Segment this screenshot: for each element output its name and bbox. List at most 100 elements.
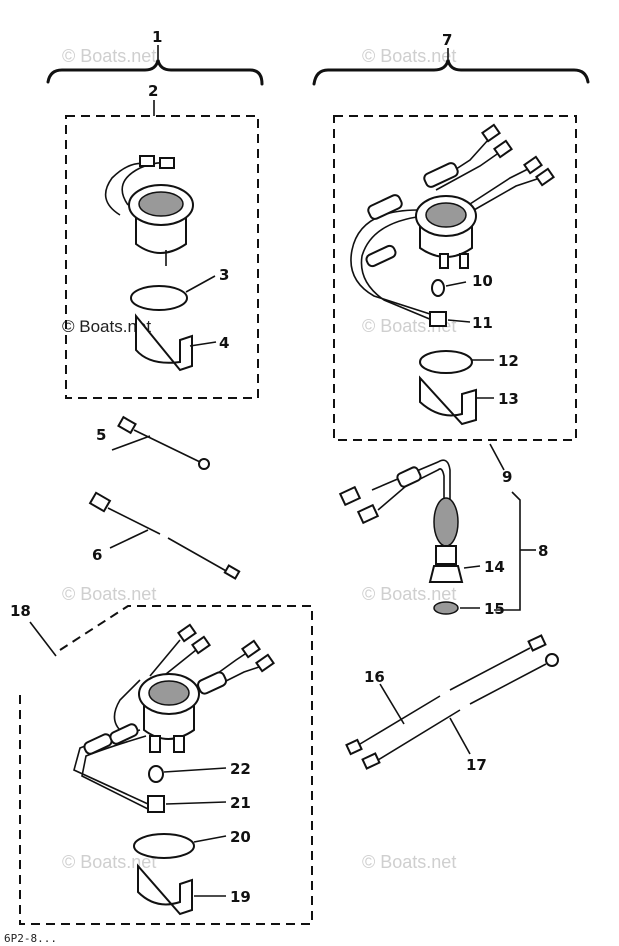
cable-17: 17	[361, 653, 559, 774]
leader-line	[165, 801, 227, 805]
callout-19: 19	[230, 888, 251, 906]
wire-sleeve	[365, 244, 397, 268]
leader-line	[111, 435, 151, 451]
wire-connector	[255, 653, 275, 673]
callout-11: 11	[472, 314, 493, 332]
wire-connector	[159, 157, 175, 169]
leader-line	[447, 319, 471, 323]
gauge-face	[425, 202, 467, 228]
wire-sleeve	[367, 194, 403, 220]
callout-17: 17	[466, 756, 487, 774]
wire-sleeve	[423, 162, 459, 188]
callout-1: 1	[152, 28, 162, 46]
wire-harness	[350, 209, 431, 315]
leader-line	[489, 443, 505, 471]
mounting-bracket	[419, 375, 477, 426]
cable-5: 5	[96, 415, 210, 470]
callout-8: 8	[538, 542, 548, 560]
leader-line	[445, 281, 467, 287]
sender-assembly-8: 9 8 14 15	[338, 443, 548, 618]
washer	[433, 601, 459, 615]
cable-terminal	[198, 458, 210, 470]
sender-unit	[428, 565, 464, 583]
wire-connector	[338, 485, 362, 507]
watermark: © Boats.net	[62, 852, 156, 872]
callout-18: 18	[10, 602, 31, 620]
leader-line	[29, 621, 57, 657]
wire-sleeve	[396, 466, 422, 488]
wire-connector	[356, 503, 380, 525]
assembly-group-1: 1 2 3 4	[46, 28, 264, 399]
gauge-stud	[149, 735, 161, 753]
leader-line	[189, 341, 217, 347]
wire	[469, 167, 531, 205]
wire	[473, 177, 541, 211]
cable	[359, 647, 531, 745]
group-bracket	[494, 491, 521, 611]
wire-connector	[139, 155, 155, 167]
watermark: © Boats.net	[362, 584, 456, 604]
sender-wire	[371, 459, 451, 500]
kit-boundary-9	[333, 115, 577, 441]
callout-10: 10	[472, 272, 493, 290]
leader-line	[193, 835, 227, 843]
cable-end	[527, 634, 547, 652]
wire-harness	[360, 215, 433, 321]
sender-wire	[377, 468, 445, 511]
watermark: © Boats.net	[362, 46, 456, 66]
watermark: © Boats.net	[362, 852, 456, 872]
callout-7: 7	[442, 31, 452, 49]
cable-6: 6	[88, 491, 241, 580]
cable-16: 16	[345, 634, 547, 756]
wire-connector	[177, 623, 197, 643]
indicator-bulb	[148, 765, 164, 783]
leader-line	[163, 767, 227, 773]
leader-line	[109, 529, 149, 549]
gauge-meter	[104, 155, 194, 266]
callout-22: 22	[230, 760, 251, 778]
indicator-bulb	[431, 279, 445, 297]
wire	[113, 679, 141, 733]
callout-13: 13	[498, 390, 519, 408]
mounting-bracket	[137, 863, 193, 916]
callout-14: 14	[484, 558, 505, 576]
diagram-code: 6P2-8...	[4, 932, 57, 945]
gauge-stud	[439, 253, 449, 269]
sender-boot	[433, 497, 459, 547]
watermark: © Boats.net	[62, 317, 151, 336]
wire-harness	[81, 735, 151, 811]
wire-connector	[493, 139, 513, 159]
watermark-layer: © Boats.net © Boats.net © Boats.net © Bo…	[62, 46, 456, 872]
bulb-socket	[429, 311, 447, 327]
callout-3: 3	[219, 266, 229, 284]
wire	[149, 639, 181, 677]
gauge-face	[138, 191, 184, 217]
retaining-ring	[419, 350, 473, 374]
callout-20: 20	[230, 828, 251, 846]
leader-line	[379, 683, 405, 725]
gauge-meter	[350, 123, 555, 321]
cable-terminal	[345, 738, 363, 756]
leader-line	[185, 275, 216, 293]
leader-line	[463, 565, 481, 569]
sender-body	[435, 545, 457, 565]
kit-boundary-18	[19, 605, 313, 925]
retaining-ring	[130, 285, 188, 311]
wire-sleeve	[196, 671, 228, 695]
wire-sleeve	[109, 723, 139, 745]
wire-connector	[191, 635, 211, 655]
callout-9: 9	[502, 468, 512, 486]
callout-21: 21	[230, 794, 251, 812]
gauge-meter	[73, 623, 275, 811]
assembly-group-18: 18 22	[10, 602, 313, 925]
callout-12: 12	[498, 352, 519, 370]
wire-connector	[535, 167, 555, 187]
assembly-group-7: 7 10 11	[312, 31, 590, 441]
callout-4: 4	[219, 334, 229, 352]
leader-line	[449, 717, 471, 755]
cable-end	[88, 491, 112, 513]
wire	[104, 162, 149, 216]
cable-terminal	[545, 653, 559, 667]
gauge-face	[148, 680, 190, 706]
cable	[377, 663, 547, 761]
